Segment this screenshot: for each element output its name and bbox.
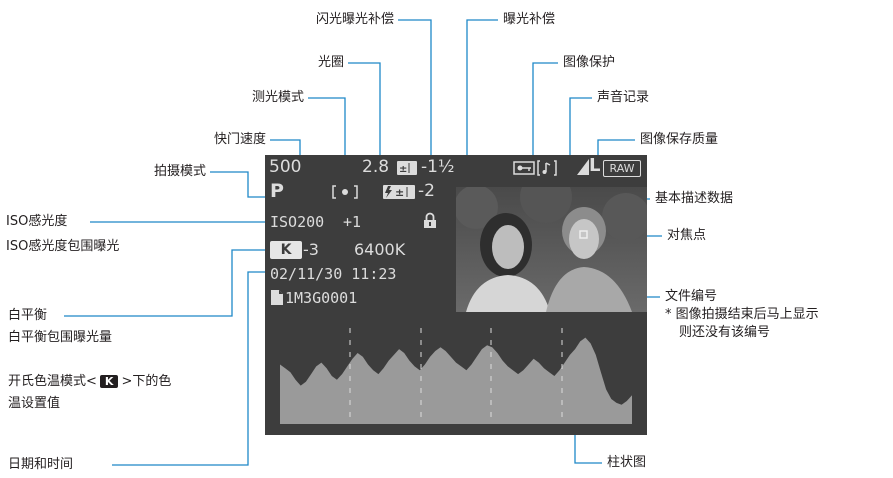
- quality-fine-icon: [577, 159, 589, 175]
- label-file-no: 文件编号: [665, 289, 718, 304]
- label-histogram: 柱状图: [607, 455, 647, 470]
- label-file-note-1: * 图像拍摄结束后马上显示: [665, 307, 819, 322]
- label-file-note-2: 则还没有该编号: [679, 325, 771, 340]
- label-basic-info: 基本描述数据: [655, 191, 734, 206]
- svg-text:±: ±: [395, 186, 404, 199]
- label-kelvin-line-1: 开氏色温模式<K>下的色: [8, 374, 172, 389]
- label-af-point: 对焦点: [667, 228, 707, 243]
- label-metering: 测光模式: [251, 90, 304, 105]
- lcd-flash-comp: -2: [418, 181, 435, 201]
- lcd-quality-raw: RAW: [603, 160, 641, 177]
- leader-sound-memo: [569, 97, 592, 155]
- leader-metering: [308, 97, 346, 182]
- label-wb: 白平衡: [8, 308, 48, 323]
- leader-date-time: [112, 271, 268, 466]
- lcd-kelvin: 6400K: [354, 240, 406, 259]
- histogram-gridlines: [349, 328, 563, 424]
- label-flash-comp: 闪光曝光补偿: [315, 12, 394, 27]
- label-iso: ISO感光度: [6, 214, 68, 229]
- sound-memo-icon: [537, 160, 557, 176]
- leader-flash-comp: [398, 19, 432, 222]
- flash-compensation-icon: ±: [383, 185, 415, 199]
- lcd-datetime: 02/11/30 11:23: [270, 265, 397, 283]
- lcd-shooting-mode: P: [270, 180, 284, 202]
- lcd-aperture: 2.8: [362, 157, 390, 177]
- file-icon: [271, 290, 283, 305]
- af-point-marker: [579, 230, 588, 239]
- lcd-file-no: 1M3G0001: [285, 289, 358, 307]
- svg-text:±: ±: [399, 164, 407, 175]
- label-shooting-mode: 拍摄模式: [153, 164, 206, 179]
- lcd-shutter: 500: [269, 157, 302, 177]
- histogram-chart: [280, 328, 632, 424]
- lock-icon: [424, 212, 436, 228]
- label-sound-memo: 声音记录: [597, 90, 650, 105]
- leader-shooting-mode: [210, 171, 268, 198]
- leader-exposure-comp: [466, 19, 498, 155]
- image-thumbnail: [456, 187, 647, 312]
- label-image-protect: 图像保护: [563, 55, 616, 70]
- label-exposure-comp: 曝光补偿: [503, 12, 556, 27]
- label-iso-bracket: ISO感光度包围曝光: [6, 239, 120, 254]
- label-aperture: 光圈: [317, 55, 344, 70]
- leader-shutter: [270, 139, 301, 155]
- label-quality: 图像保存质量: [640, 132, 719, 147]
- kelvin-k-badge: K: [99, 375, 119, 388]
- lcd-wb-badge: K: [270, 241, 302, 259]
- lcd-iso-bracket: +1: [343, 213, 362, 231]
- exposure-compensation-icon: ±: [397, 161, 417, 175]
- leader-wb: [64, 249, 268, 317]
- label-kelvin-line-2: 温设置值: [8, 396, 61, 411]
- histogram-area: [280, 337, 632, 424]
- evaluative-metering-icon: [332, 185, 358, 199]
- lcd-exposure-comp: -1½: [421, 157, 455, 177]
- lcd-quality-l: L: [589, 155, 601, 176]
- label-date-time: 日期和时间: [8, 457, 74, 472]
- protect-key-icon: [513, 161, 535, 175]
- label-shutter: 快门速度: [213, 132, 266, 147]
- lcd-wb-bracket: -3: [303, 240, 319, 259]
- leader-aperture: [348, 62, 381, 155]
- leader-quality: [597, 139, 635, 155]
- lcd-iso: ISO200: [270, 213, 325, 231]
- label-wb-bracket: 白平衡包围曝光量: [8, 330, 113, 345]
- leader-image-protect: [532, 62, 558, 155]
